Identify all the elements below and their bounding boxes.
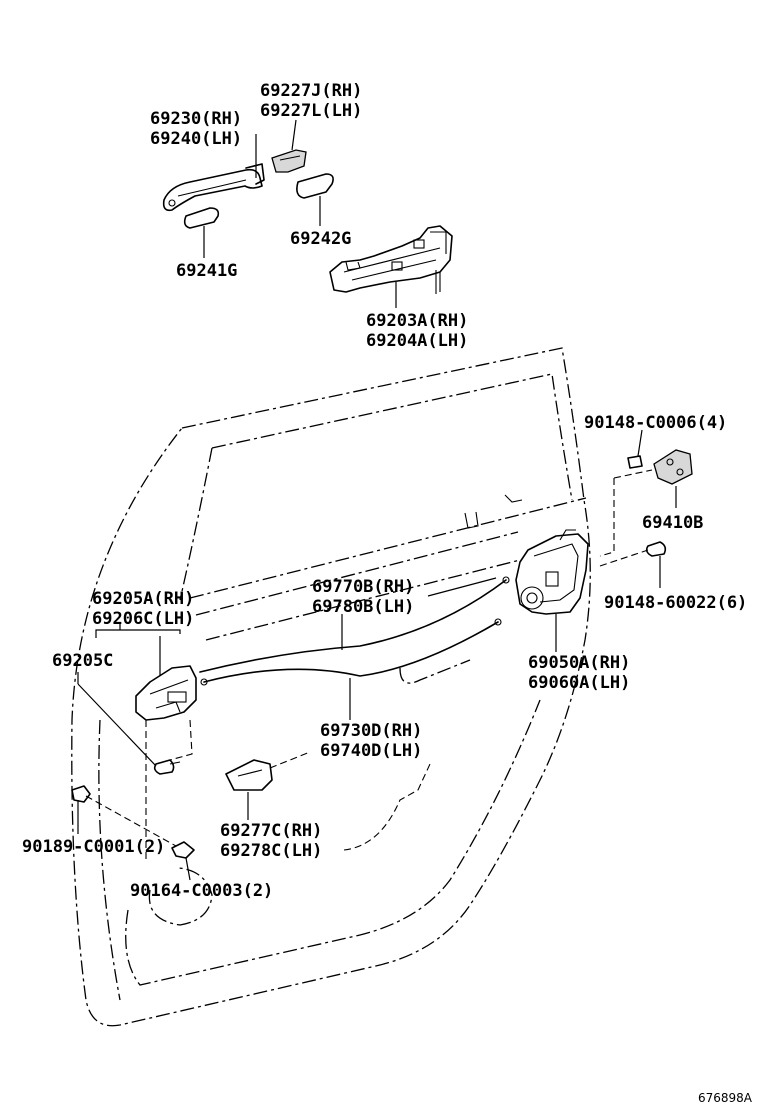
door-panel	[71, 347, 591, 1027]
door-lock-69050A	[515, 529, 589, 615]
striker-69410B	[653, 449, 693, 485]
label-69230: 69230(RH)	[150, 109, 242, 129]
label-69203A: 69203A(RH)	[366, 311, 468, 331]
screw-90148-60022	[645, 541, 667, 557]
label-90189-C0001: 90189-C0001(2)	[22, 837, 165, 857]
handle-bezel-69277C	[225, 759, 273, 791]
label-90164-C0003: 90164-C0003(2)	[130, 881, 273, 901]
screw-90164-C0003	[171, 841, 195, 859]
label-69242G: 69242G	[290, 229, 351, 249]
label-69227L: 69227L(LH)	[260, 101, 362, 121]
label-69204A: 69204A(LH)	[366, 331, 468, 351]
label-69770B: 69770B(RH)	[312, 577, 414, 597]
label-69277C: 69277C(RH)	[220, 821, 322, 841]
label-69730D: 69730D(RH)	[320, 721, 422, 741]
handle-cover-69227J	[271, 149, 307, 173]
label-69241G: 69241G	[176, 261, 237, 281]
handle-frame-69203A	[329, 225, 453, 294]
label-69740D: 69740D(LH)	[320, 741, 422, 761]
cable-69770B	[199, 576, 510, 673]
screw-90148-C0006	[627, 455, 643, 469]
label-69410B: 69410B	[642, 513, 703, 533]
handle-pad-69241G	[183, 207, 220, 229]
label-69060A: 69060A(LH)	[528, 673, 630, 693]
label-69278C: 69278C(LH)	[220, 841, 322, 861]
figure-code: 676898A	[698, 1091, 753, 1105]
label-69240: 69240(LH)	[150, 129, 242, 149]
label-69206C: 69206C(LH)	[92, 609, 194, 629]
cable-69730D	[200, 618, 502, 686]
inside-handle-69205A	[135, 665, 197, 721]
dashed-lines	[85, 469, 653, 860]
label-69205C: 69205C	[52, 651, 113, 671]
label-90148-C0006: 90148-C0006(4)	[584, 413, 727, 433]
handle-pad-69242G	[296, 173, 334, 199]
label-69050A: 69050A(RH)	[528, 653, 630, 673]
label-69227J: 69227J(RH)	[260, 81, 362, 101]
outside-handle-69230	[162, 163, 265, 212]
leader-lines	[77, 119, 677, 881]
clip-90189-C0001	[71, 785, 91, 803]
label-69780B: 69780B(LH)	[312, 597, 414, 617]
label-90148-60022: 90148-60022(6)	[604, 593, 747, 613]
screw-69205C	[153, 759, 181, 775]
label-69205A: 69205A(RH)	[92, 589, 194, 609]
part-labels: 69227J(RH) 69227L(LH) 69230(RH) 69240(LH…	[22, 81, 753, 1105]
